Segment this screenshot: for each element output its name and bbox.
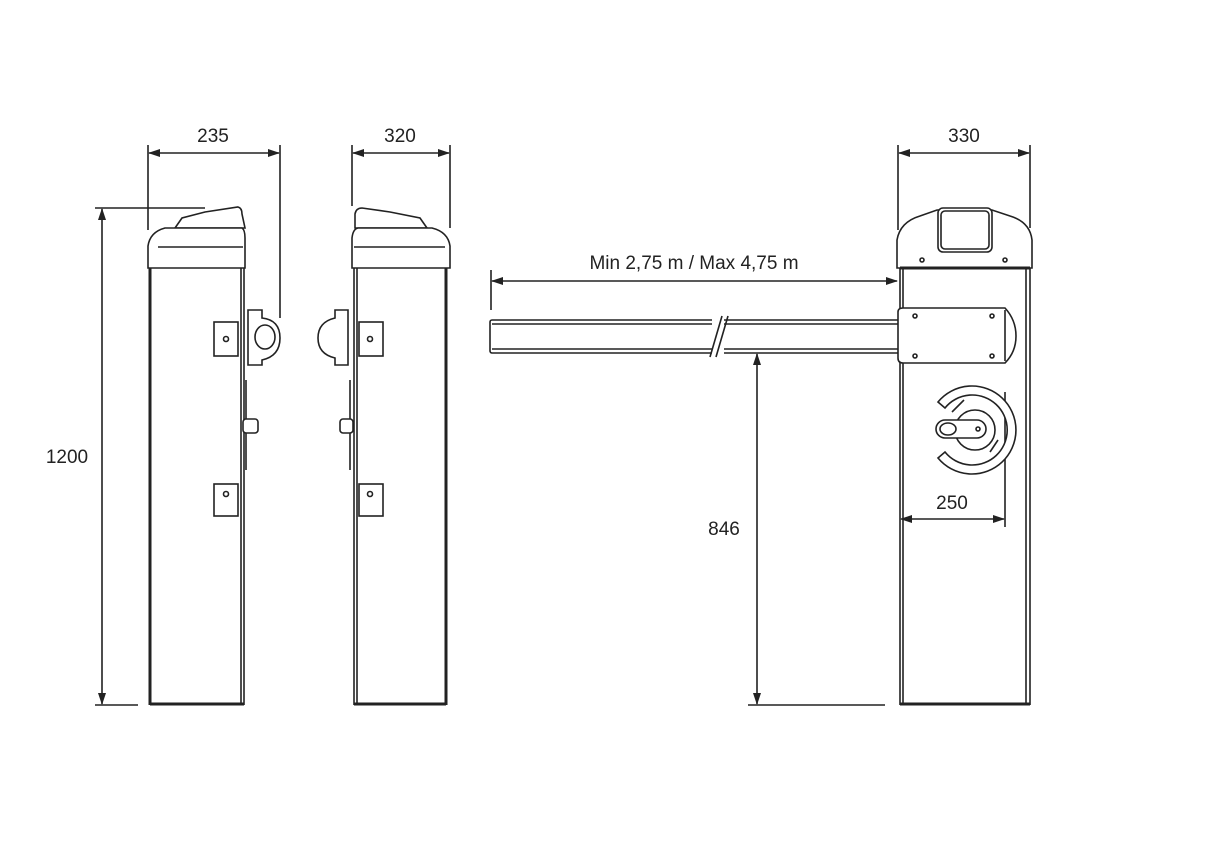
- lock-arrow-icon: [989, 439, 999, 453]
- dimension-1200: 1200: [46, 207, 205, 706]
- boom-holder: [897, 307, 1017, 364]
- boom-arm: [489, 315, 901, 358]
- dimension-label-250: 250: [936, 493, 968, 514]
- dimension-label-846: 846: [708, 519, 740, 540]
- dimension-label-235: 235: [197, 126, 229, 147]
- barrier-side-view-right: [317, 207, 451, 706]
- dimension-label-boom-length: Min 2,75 m / Max 4,75 m: [589, 253, 798, 274]
- barrier-front-view: [896, 207, 1033, 706]
- dimension-235: 235: [147, 126, 281, 318]
- dimension-label-330: 330: [948, 126, 980, 147]
- dimension-846: 846: [708, 353, 885, 706]
- unlock-arrow-icon: [951, 399, 965, 413]
- barrier-side-view-left: [147, 206, 281, 706]
- lamp-icon: [247, 309, 281, 366]
- dimension-320: 320: [351, 126, 451, 228]
- break-mark-icon: [709, 315, 723, 358]
- dimension-330: 330: [897, 126, 1031, 230]
- release-disc: [936, 385, 1017, 475]
- dimension-label-320: 320: [384, 126, 416, 147]
- dimension-boom-length: Min 2,75 m / Max 4,75 m: [490, 253, 898, 310]
- dimension-label-1200: 1200: [46, 447, 88, 468]
- lamp-icon: [317, 309, 349, 366]
